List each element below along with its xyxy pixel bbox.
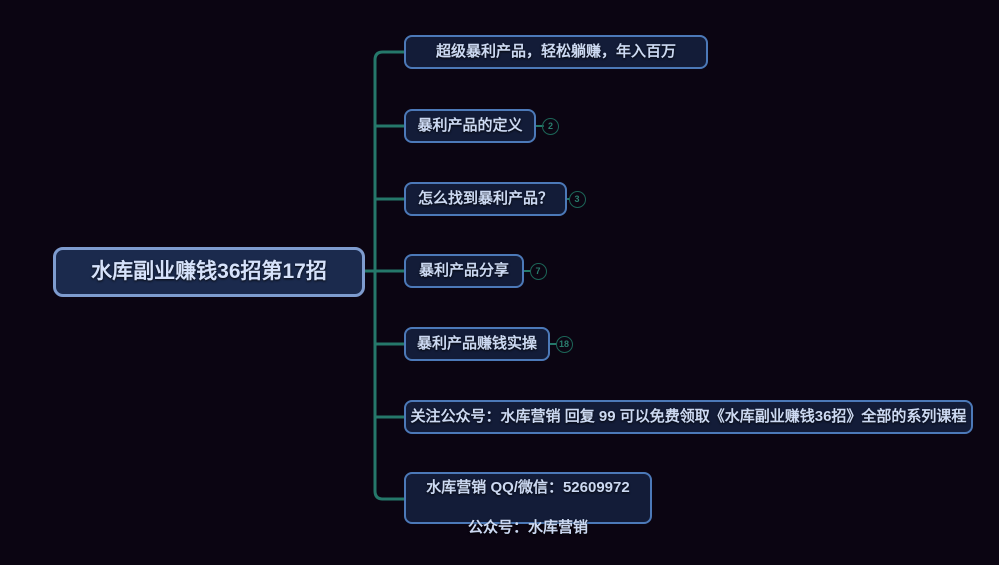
branch-label-2: 暴利产品的定义 <box>417 117 523 134</box>
collapsed-count-2: 2 <box>547 121 553 131</box>
branch-node-7[interactable]: 水库营销 QQ/微信：52609972 公众号：水库营销 <box>404 472 652 536</box>
branch-label-7: 水库营销 QQ/微信：52609972 公众号：水库营销 <box>426 458 629 538</box>
collapsed-children-badge-3[interactable]: 3 <box>568 190 586 208</box>
branch-node-5[interactable]: 暴利产品赚钱实操 <box>404 327 550 361</box>
collapsed-children-badge-5[interactable]: 18 <box>555 335 573 353</box>
branch-node-4[interactable]: 暴利产品分享 <box>404 254 524 288</box>
collapsed-children-badge-2[interactable]: 2 <box>542 117 559 135</box>
branch-node-6[interactable]: 关注公众号：水库营销 回复 99 可以免费领取《水库副业赚钱36招》全部的系列课… <box>404 400 973 434</box>
branch-node-1[interactable]: 超级暴利产品，轻松躺赚，年入百万 <box>404 35 708 69</box>
branch-node-2[interactable]: 暴利产品的定义 <box>404 109 536 143</box>
trunk-line <box>373 50 406 501</box>
collapsed-count-5: 18 <box>558 339 569 349</box>
collapsed-children-badge-4[interactable]: 7 <box>529 262 547 280</box>
collapsed-count-4: 7 <box>535 266 541 276</box>
root-topic-label: 水库副业赚钱36招第17招 <box>91 260 327 283</box>
branch-label-3: 怎么找到暴利产品？ <box>417 190 553 207</box>
branch-label-7-line2: 公众号：水库营销 <box>467 519 588 536</box>
branch-node-3[interactable]: 怎么找到暴利产品？ <box>404 182 567 216</box>
branch-label-7-line1: 水库营销 QQ/微信：52609972 <box>426 479 630 496</box>
branch-label-5: 暴利产品赚钱实操 <box>416 335 537 352</box>
branch-label-1: 超级暴利产品，轻松躺赚，年入百万 <box>435 43 676 60</box>
collapsed-count-3: 3 <box>574 194 580 204</box>
branch-label-6: 关注公众号：水库营销 回复 99 可以免费领取《水库副业赚钱36招》全部的系列课… <box>410 408 967 425</box>
root-topic-node[interactable]: 水库副业赚钱36招第17招 <box>53 247 365 297</box>
branch-label-4: 暴利产品分享 <box>418 262 509 279</box>
